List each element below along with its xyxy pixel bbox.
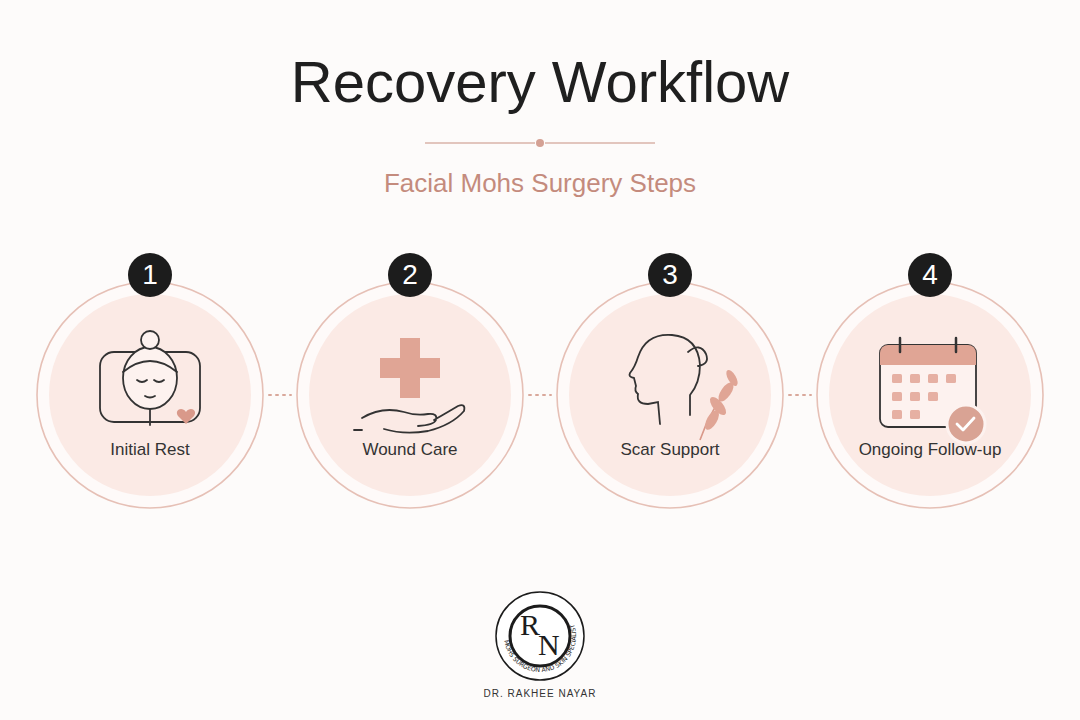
step-circle: 3Scar Support — [555, 280, 785, 510]
circle-outline — [35, 280, 265, 510]
step-label: Wound Care — [305, 440, 515, 460]
step-circle: 1Initial Rest — [35, 280, 265, 510]
step-number: 4 — [908, 253, 952, 297]
dotted-connector — [789, 394, 811, 396]
doctor-name: DR. RAKHEE NAYAR — [0, 688, 1080, 699]
step-label: Initial Rest — [45, 440, 255, 460]
circle-outline — [555, 280, 785, 510]
logo-letter: N — [538, 628, 560, 662]
dotted-connector — [529, 394, 551, 396]
subtitle: Facial Mohs Surgery Steps — [0, 168, 1080, 199]
step-circle: 4Ongoing Follow-up — [815, 280, 1045, 510]
step-label: Ongoing Follow-up — [825, 440, 1035, 460]
dotted-connector — [269, 394, 291, 396]
step-number: 3 — [648, 253, 692, 297]
circle-outline — [815, 280, 1045, 510]
circle-outline — [295, 280, 525, 510]
logo-ring-text: MOHS SURGEON AND SKIN SPECIALIST — [503, 623, 577, 673]
step-circle: 2Wound Care — [295, 280, 525, 510]
step-number: 2 — [388, 253, 432, 297]
step-number: 1 — [128, 253, 172, 297]
diagram-title: Recovery Workflow — [0, 48, 1080, 115]
step-label: Scar Support — [565, 440, 775, 460]
logo-letter: R — [520, 608, 540, 642]
